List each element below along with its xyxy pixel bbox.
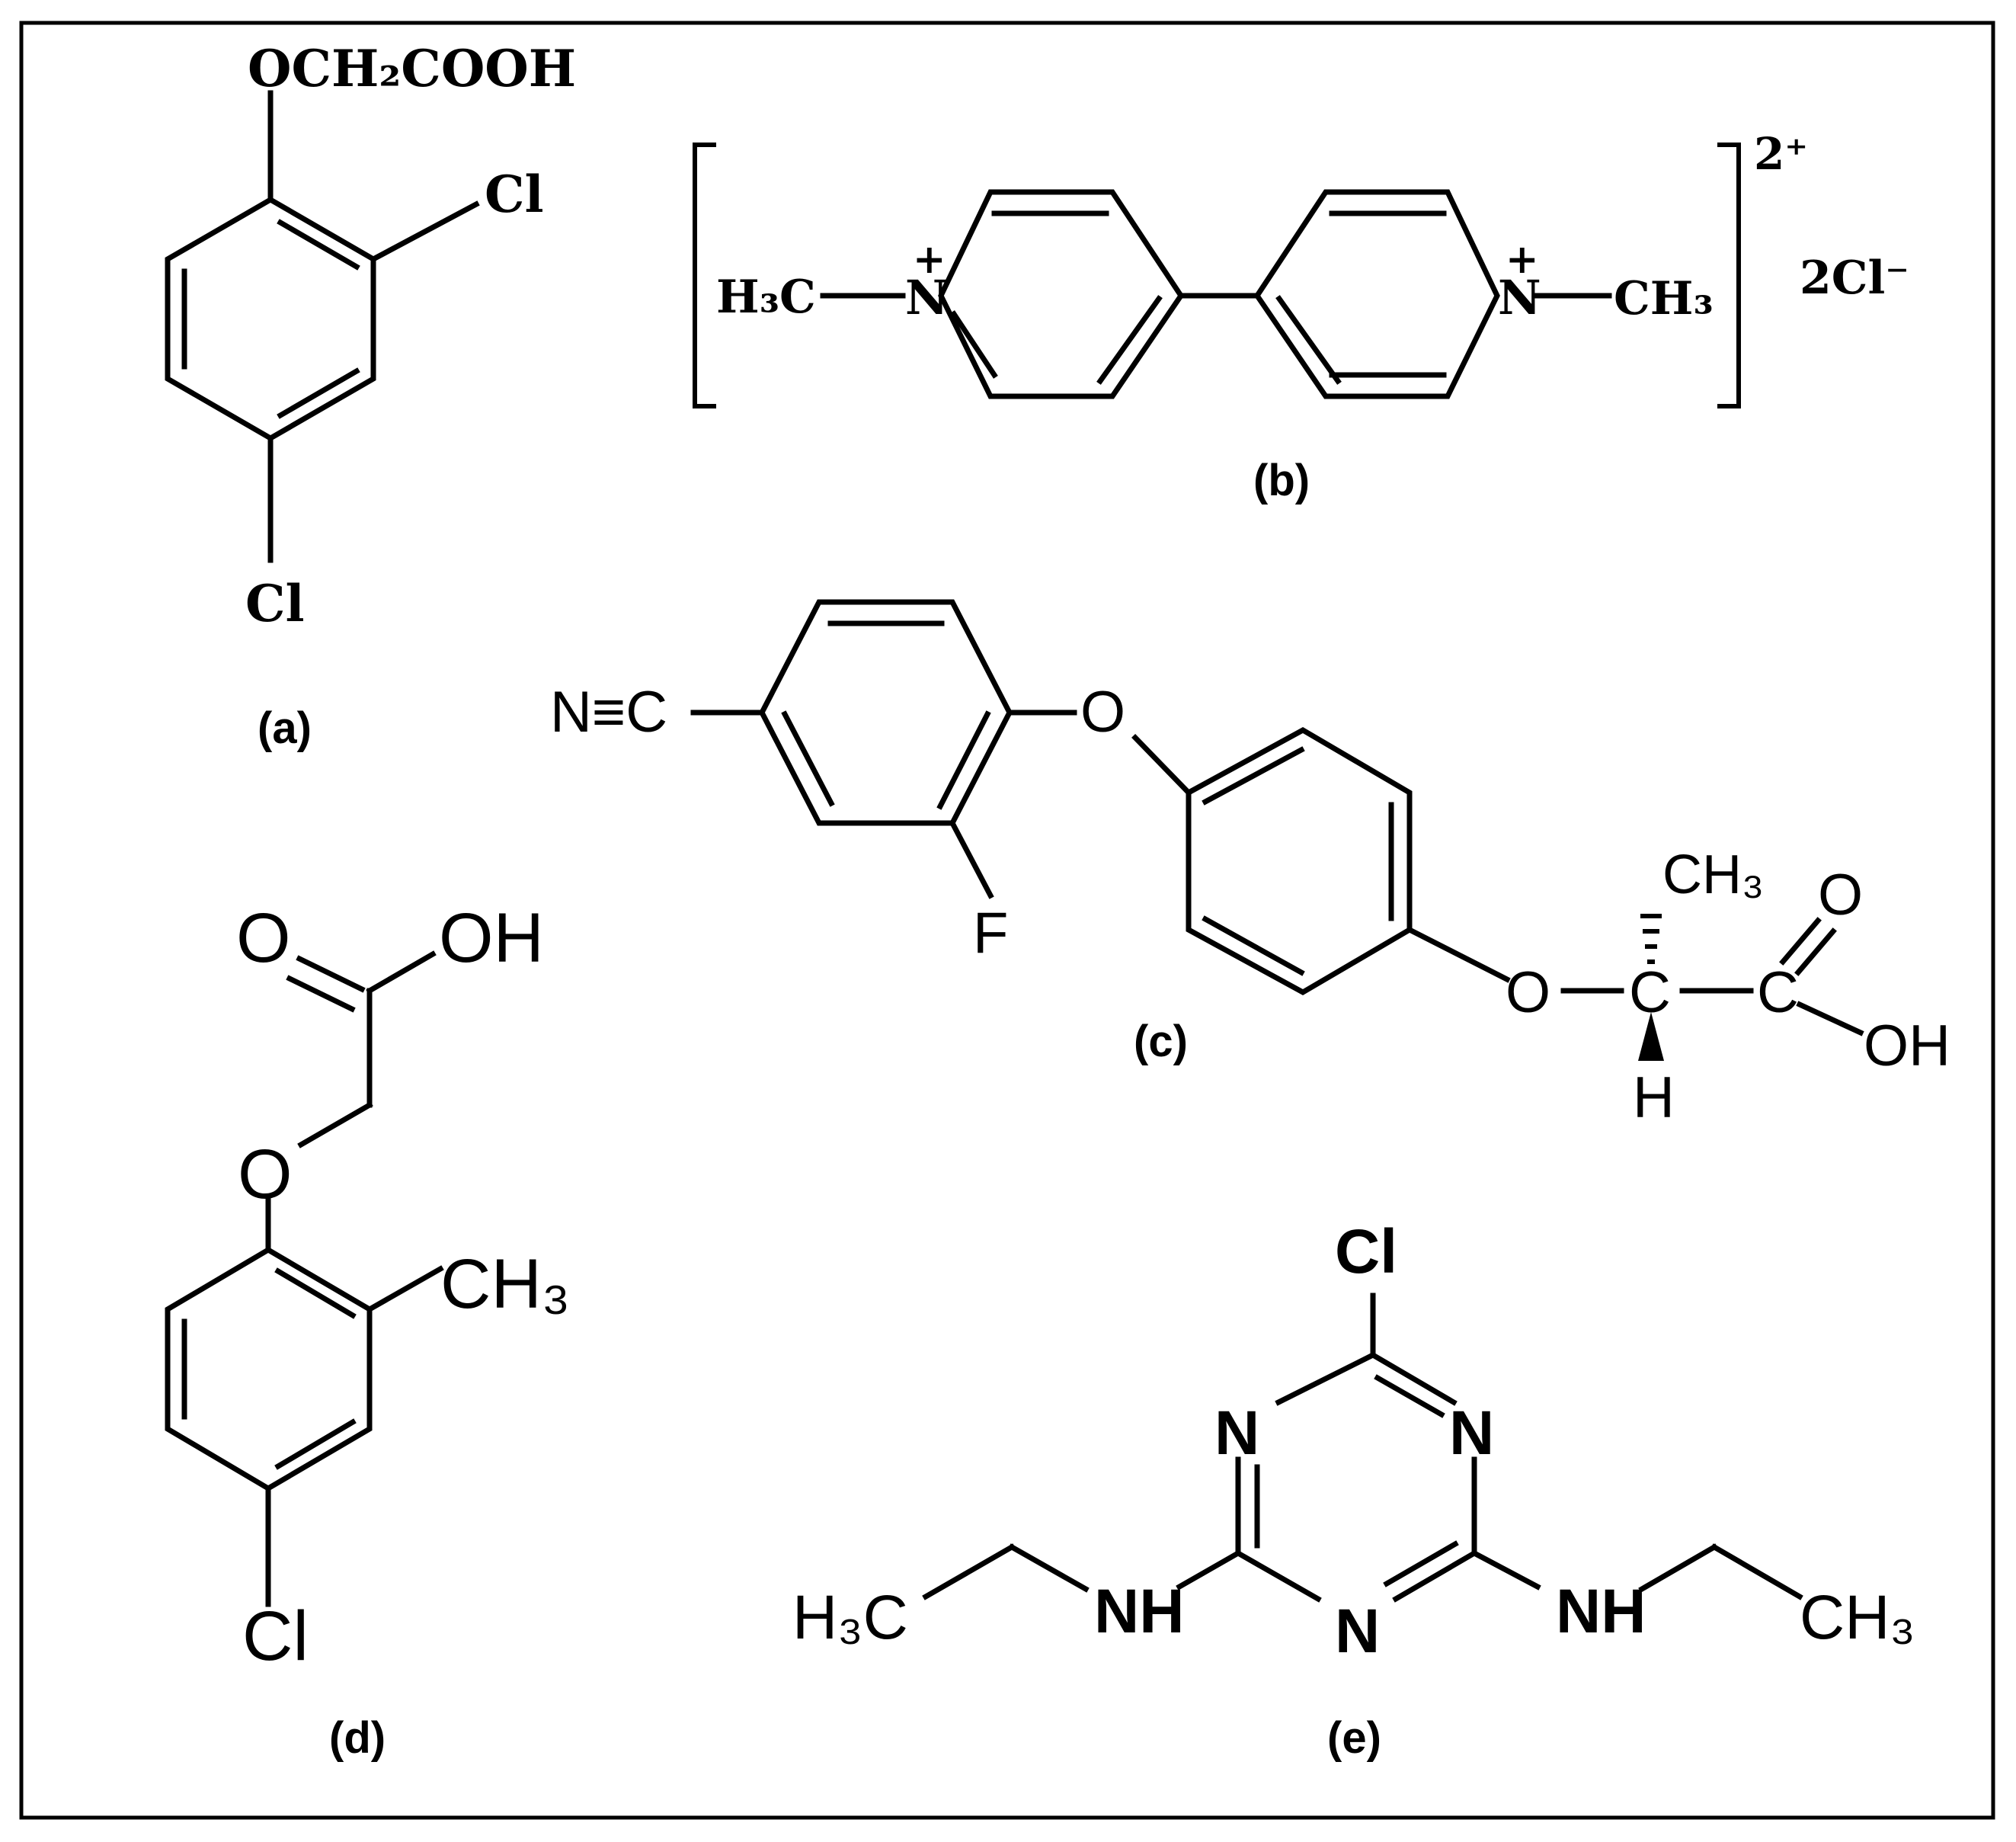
structure-e-bond <box>1638 1543 1718 1593</box>
structure-e-bond <box>1176 1549 1242 1591</box>
structure-c-hydroxyl-text: OH <box>1864 1014 1950 1078</box>
structure-e-amine-text: NH <box>1094 1577 1184 1646</box>
structure-d-double-bond <box>296 955 366 993</box>
structure-e-bond <box>1710 1543 1803 1600</box>
structure-d-ring <box>165 1246 373 1492</box>
structure-a-chloro-text: Cl <box>485 165 544 224</box>
structure-c-solid-wedge <box>1638 1012 1664 1061</box>
structure-b-label: (b) <box>1253 456 1310 505</box>
structure-b-nitrogen-text: N <box>905 270 949 325</box>
structure-c-bond <box>949 819 994 899</box>
structure-e-bond <box>922 1543 1016 1600</box>
structure-b-counter-ion-text: 2Cl⁻ <box>1800 251 1909 305</box>
structure-b-methyl-text: H₃C <box>716 271 816 324</box>
structure-c-oxygen-text: O <box>1080 680 1125 745</box>
structure-a-ring <box>165 196 376 442</box>
structure-a-substituent-text: OCH₂COOH <box>248 39 576 98</box>
structure-a-chloro-text: Cl <box>245 574 305 633</box>
structure-c-double-bond <box>936 710 991 810</box>
structure-b-double-bond <box>1096 295 1163 385</box>
structure-d-double-bond <box>274 1418 357 1470</box>
structure-d-bond <box>297 1101 373 1148</box>
structure-b-plus-text: + <box>1506 236 1539 283</box>
structure-d-double-bond <box>274 1267 357 1319</box>
structure-e-bond <box>1369 1351 1458 1406</box>
structure-c-double-bond <box>1202 746 1305 806</box>
structure-c: N≡C O F O C CH₃ H C O OH (c) <box>550 599 1950 1130</box>
structure-e-methyl-text: CH₃ <box>1800 1583 1915 1652</box>
structure-a-label: (a) <box>258 703 312 753</box>
structure-d-oxygen-text: O <box>238 1136 293 1213</box>
structure-c-ring-2 <box>1186 726 1413 996</box>
structure-c-double-bond <box>1794 927 1837 976</box>
structure-c-fluoro-text: F <box>973 901 1008 966</box>
structure-c-carbonyl-carbon-text: C <box>1757 960 1799 1025</box>
structure-d-carbonyl-oxygen-text: O <box>236 899 291 977</box>
structure-c-double-bond <box>1779 917 1822 966</box>
structure-b-double-bond <box>1275 295 1342 385</box>
structure-e-label: (e) <box>1327 1713 1381 1763</box>
structure-b-ring-right <box>1253 189 1500 399</box>
structure-e-bond <box>1470 1549 1541 1591</box>
structure-b-charge-text: 2⁺ <box>1754 128 1808 180</box>
structure-e-bond <box>1275 1351 1377 1406</box>
structure-e-bond <box>1234 1549 1322 1603</box>
structure-e-nitrogen-text: N <box>1449 1398 1494 1468</box>
structure-d-label: (d) <box>329 1713 386 1763</box>
structure-c-label: (c) <box>1134 1017 1188 1066</box>
structure-b-double-bond <box>950 310 998 379</box>
structure-b-ring-left <box>938 189 1185 399</box>
structure-c-ring-1 <box>759 599 1013 826</box>
structure-a: OCH₂COOH Cl Cl (a) <box>165 39 576 753</box>
structure-b-nitrogen-text: N <box>1498 270 1541 325</box>
structure-b-bracket-left <box>693 143 716 408</box>
structure-e-methyl-text: H₃C <box>792 1583 908 1652</box>
structure-b-bracket-right <box>1717 143 1741 408</box>
structure-e-double-bond <box>1374 1374 1445 1418</box>
structure-b-methyl-text: CH₃ <box>1614 272 1714 325</box>
structure-c-nitrile-text: N≡C <box>550 680 667 745</box>
figure-frame <box>19 21 1995 1820</box>
structure-c-oxygen-text: O <box>1506 960 1550 1025</box>
structure-b: H₃C N + N + CH₃ 2⁺ 2Cl⁻ (b) <box>693 128 1909 505</box>
structure-b-plus-text: + <box>913 236 946 283</box>
structure-e-nitrogen-text: N <box>1335 1597 1380 1666</box>
structure-d-hydroxyl-text: OH <box>439 899 544 977</box>
structure-a-double-bond <box>277 367 360 419</box>
structure-c-bond <box>1796 1001 1864 1036</box>
structure-e-chloro-text: Cl <box>1335 1217 1397 1286</box>
structure-e: Cl N N N NH NH H₃C CH₃ (e) <box>792 1217 1915 1763</box>
structure-c-chiral-carbon-text: C <box>1629 960 1671 1025</box>
structure-e-double-bond <box>1383 1540 1459 1587</box>
structure-a-double-bond <box>277 219 360 271</box>
structure-d-bond <box>366 950 437 995</box>
structure-e-bond <box>1392 1549 1478 1603</box>
structure-a-bond <box>370 200 480 263</box>
structure-c-hydrogen-text: H <box>1633 1065 1675 1130</box>
structure-d: O OH O CH₃ Cl (d) <box>165 899 570 1763</box>
structure-c-bond <box>1131 734 1192 796</box>
structure-d-methyl-text: CH₃ <box>440 1245 570 1323</box>
structure-c-bond <box>1406 926 1511 983</box>
structure-c-double-bond <box>781 710 835 807</box>
structure-e-amine-text: NH <box>1556 1577 1646 1646</box>
structure-d-double-bond <box>286 975 356 1013</box>
structure-d-chloro-text: Cl <box>242 1597 309 1675</box>
structure-e-bond <box>1008 1543 1090 1593</box>
structure-c-carbonyl-oxygen-text: O <box>1818 863 1863 927</box>
structure-e-nitrogen-text: N <box>1214 1398 1259 1468</box>
structure-c-double-bond <box>1202 915 1305 976</box>
structure-d-bond <box>366 1265 444 1313</box>
structure-c-hashed-wedge <box>1640 914 1662 964</box>
structure-c-methyl-text: CH₃ <box>1662 844 1764 905</box>
